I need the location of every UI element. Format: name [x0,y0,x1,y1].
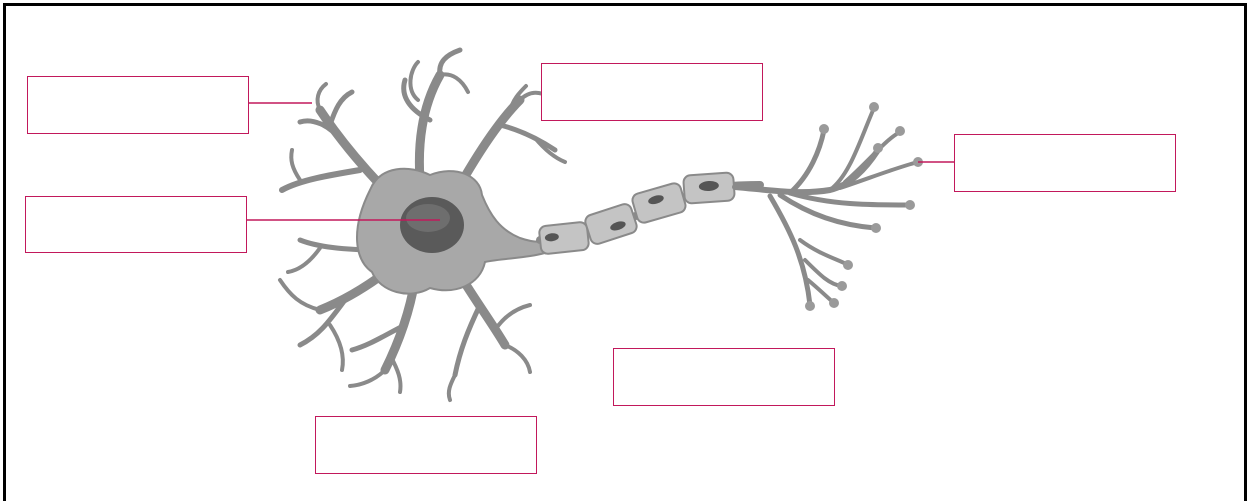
label-box-axon-terminal[interactable] [954,134,1176,192]
myelin-sheath [539,172,735,254]
label-box-cell-body[interactable] [315,416,537,474]
axon-terminals [735,108,918,305]
label-box-dendrites[interactable] [27,76,249,134]
label-box-myelin-sheath[interactable] [613,348,835,406]
nucleus [400,197,464,253]
label-box-nucleus[interactable] [25,196,247,253]
label-box-axon[interactable] [541,63,763,121]
